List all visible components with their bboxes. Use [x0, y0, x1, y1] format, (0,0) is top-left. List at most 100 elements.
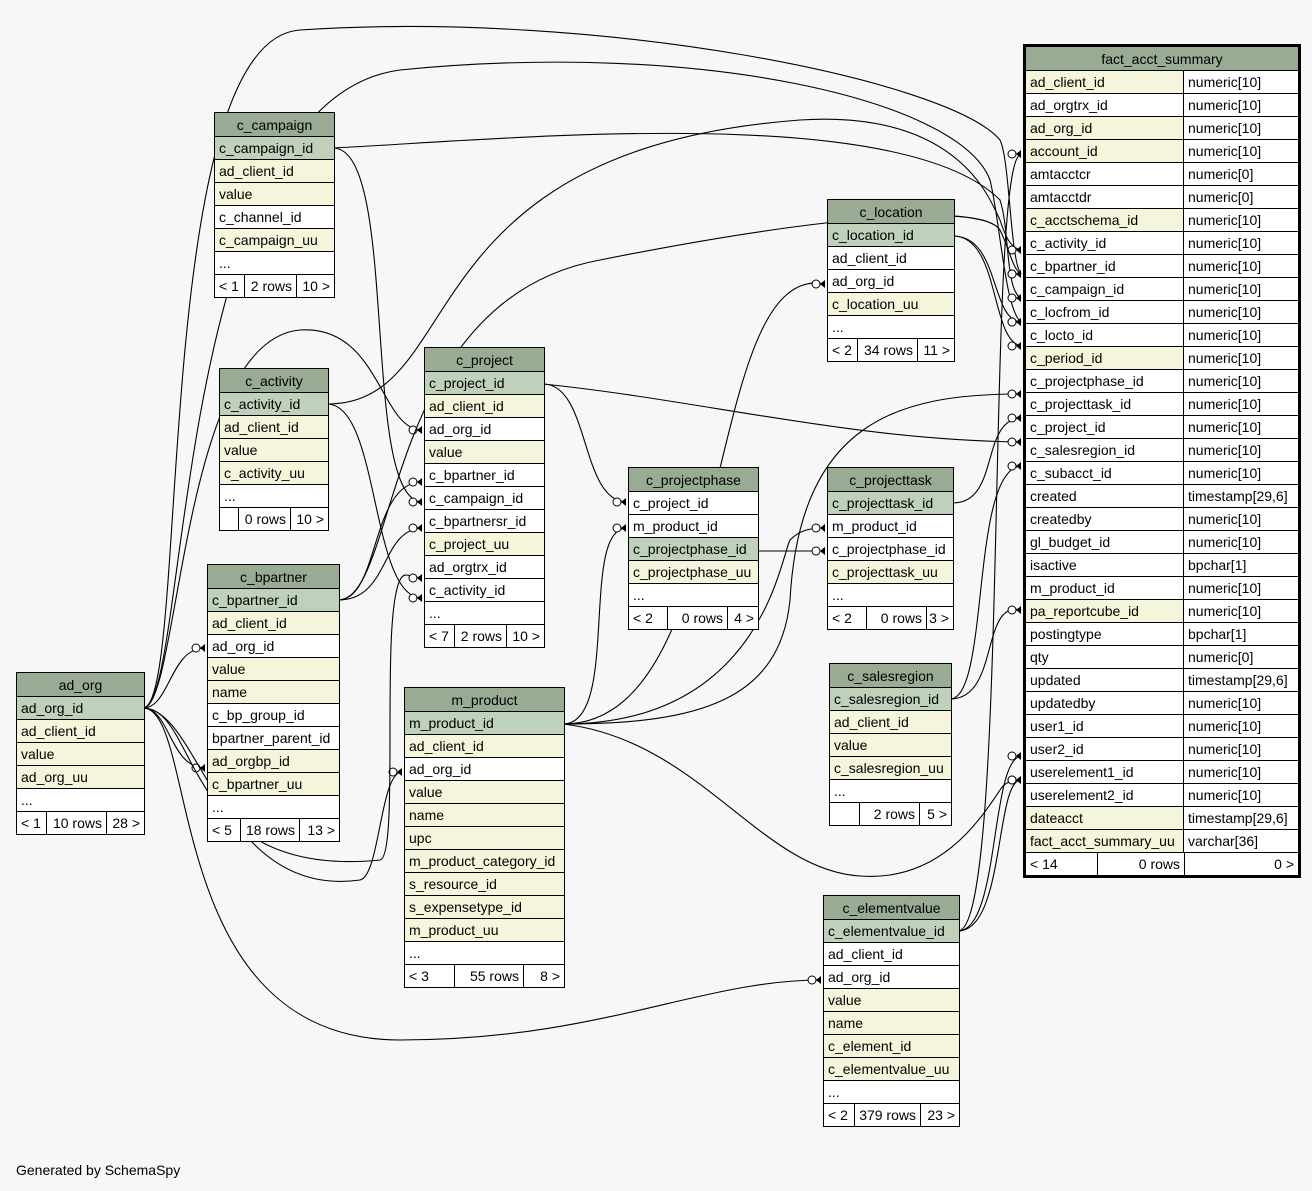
children-link[interactable]: 8 >	[523, 965, 564, 987]
parents-link[interactable]	[220, 508, 238, 530]
column-row[interactable]: m_product_uu	[405, 918, 564, 941]
column-row[interactable]: c_bpartner_uu	[208, 772, 339, 795]
column-row[interactable]: value	[215, 182, 334, 205]
column-row[interactable]: ad_client_id	[425, 394, 544, 417]
children-link[interactable]: 10 >	[290, 508, 328, 530]
column-row[interactable]: ad_org_uu	[17, 765, 144, 788]
column-row[interactable]: ad_client_id	[828, 246, 954, 269]
column-row[interactable]: c_project_id	[629, 491, 758, 514]
column-row[interactable]: name	[208, 680, 339, 703]
children-link[interactable]: 10 >	[296, 275, 334, 297]
column-row[interactable]: c_salesregion_uu	[830, 756, 951, 779]
column-row[interactable]: ad_orgtrx_id	[425, 555, 544, 578]
column-row[interactable]: value	[405, 780, 564, 803]
column-row[interactable]: value	[830, 733, 951, 756]
parents-link[interactable]: < 2	[633, 610, 653, 626]
column-row[interactable]: s_expensetype_id	[405, 895, 564, 918]
column-row[interactable]: c_location_id	[828, 223, 954, 246]
column-row[interactable]: ad_client_id	[220, 415, 328, 438]
children-link[interactable]: 3 >	[926, 607, 953, 629]
parents-link[interactable]: < 2	[832, 610, 852, 626]
column-row[interactable]: ...	[220, 484, 328, 507]
column-row[interactable]: c_activity_id	[425, 578, 544, 601]
column-row[interactable]: m_product_id	[828, 514, 953, 537]
column-row[interactable]: c_elementvalue_id	[824, 919, 959, 942]
column-row[interactable]: value	[425, 440, 544, 463]
parents-link[interactable]	[830, 803, 859, 825]
column-row[interactable]: bpartner_parent_id	[208, 726, 339, 749]
column-row[interactable]: value	[824, 988, 959, 1011]
column-row[interactable]: c_projectphase_id	[828, 537, 953, 560]
column-row[interactable]: c_bpartner_id	[208, 588, 339, 611]
column-row[interactable]: m_product_id	[629, 514, 758, 537]
parents-link[interactable]: < 1	[219, 278, 239, 294]
column-row[interactable]: ...	[215, 251, 334, 274]
column-row[interactable]: c_campaign_uu	[215, 228, 334, 251]
children-link[interactable]: 23 >	[920, 1104, 959, 1126]
column-row[interactable]: c_project_id	[425, 371, 544, 394]
column-row[interactable]: value	[208, 657, 339, 680]
column-row[interactable]: c_project_uu	[425, 532, 544, 555]
column-row[interactable]: c_element_id	[824, 1034, 959, 1057]
column-row[interactable]: ad_org_id	[425, 417, 544, 440]
column-row[interactable]: c_activity_id	[220, 392, 328, 415]
column-row[interactable]: c_salesregion_id	[830, 687, 951, 710]
column-row[interactable]: ...	[17, 788, 144, 811]
column-row[interactable]: c_campaign_id	[215, 136, 334, 159]
parents-link[interactable]: < 2	[828, 1107, 848, 1123]
column-row[interactable]: c_location_uu	[828, 292, 954, 315]
column-row[interactable]: c_bp_group_id	[208, 703, 339, 726]
column-row[interactable]: ad_client_id	[17, 719, 144, 742]
column-row[interactable]: c_projectphase_id	[629, 537, 758, 560]
column-row[interactable]: c_bpartnersr_id	[425, 509, 544, 532]
column-row[interactable]: m_product_id	[405, 711, 564, 734]
column-row[interactable]: c_activity_uu	[220, 461, 328, 484]
column-row[interactable]: s_resource_id	[405, 872, 564, 895]
children-link[interactable]: 5 >	[919, 803, 951, 825]
column-row[interactable]: ...	[828, 583, 953, 606]
column-row[interactable]: upc	[405, 826, 564, 849]
column-row[interactable]: ad_org_id	[17, 696, 144, 719]
children-link[interactable]: 10 >	[506, 625, 544, 647]
column-row[interactable]: ad_org_id	[405, 757, 564, 780]
column-row[interactable]: c_projectphase_uu	[629, 560, 758, 583]
column-row[interactable]: ad_org_id	[828, 269, 954, 292]
column-row[interactable]: ...	[208, 795, 339, 818]
column-row[interactable]: ...	[629, 583, 758, 606]
children-link[interactable]: 13 >	[299, 819, 339, 841]
